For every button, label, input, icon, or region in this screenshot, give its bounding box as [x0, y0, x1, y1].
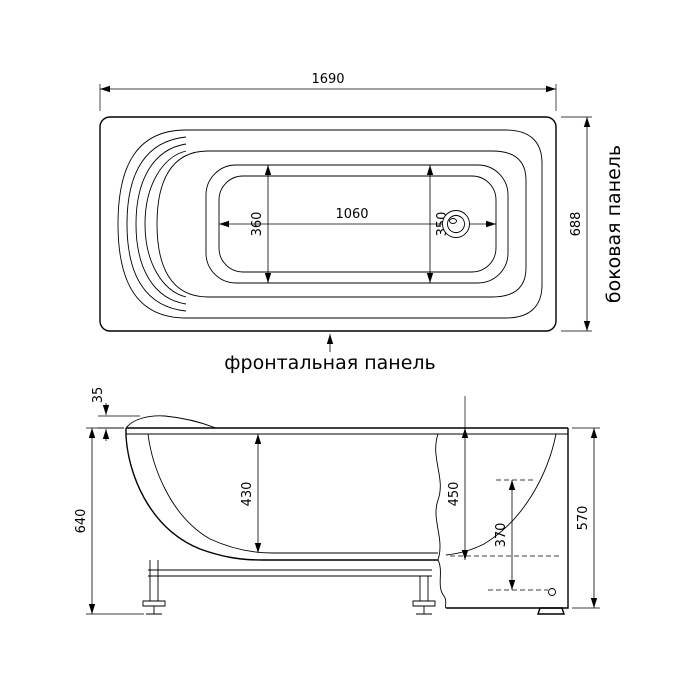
far-end-slope [445, 433, 557, 556]
frame-left-foot [142, 600, 166, 615]
dim-overall-height-value: 640 [74, 509, 89, 534]
front-panel-label-text: фронтальная панель [224, 352, 435, 374]
side-panel-label: боковая панель [603, 145, 625, 303]
frame-right-leg [419, 576, 429, 601]
drain-highlight [449, 218, 457, 224]
dim-rim-to-base-value: 450 [447, 482, 462, 507]
dim-inner-depth: 430 [240, 434, 262, 553]
dim-overall-width-value: 688 [569, 212, 584, 237]
dim-panel-height-value: 570 [576, 506, 591, 531]
dim-rim-lip: 35 [91, 387, 140, 441]
dim-panel-height: 570 [572, 427, 600, 609]
dim-rim-lip-value: 35 [91, 387, 106, 404]
frame-rails [148, 569, 432, 577]
front-panel-label: фронтальная панель [224, 334, 436, 374]
dim-overall-height: 640 [74, 427, 144, 615]
dim-rim-to-base: 450 [447, 396, 469, 560]
support-frame [142, 560, 436, 615]
panel-foot [537, 607, 565, 615]
dim-overall-width: 688 [561, 116, 592, 332]
frame-right-foot [412, 600, 436, 615]
top-view: 1690 688 360 1060 350 бок [99, 72, 625, 374]
tub-bottom-outer [205, 164, 509, 284]
dim-overall-length: 1690 [99, 72, 557, 111]
dim-panel-lower-value: 370 [494, 523, 509, 548]
front-panel-profile [446, 428, 569, 609]
break-wavy-line [435, 433, 447, 609]
backrest-slope-lines [126, 136, 187, 312]
dim-panel-lower: 370 [488, 479, 548, 591]
frame-left-leg [149, 560, 159, 601]
side-view: 35 640 430 450 370 570 [74, 387, 600, 615]
tub-outer-rim [99, 116, 557, 332]
dim-inner-depth-value: 430 [240, 482, 255, 507]
dim-overall-length-value: 1690 [311, 72, 344, 87]
tub-interior-profile [147, 433, 438, 554]
headrest-lip [125, 415, 217, 429]
drain [442, 210, 470, 238]
panel-drain-hole [548, 588, 556, 596]
tub-inner-rim [117, 129, 543, 319]
tub-body-profile [125, 428, 438, 561]
dim-bottom-length-value: 1060 [335, 207, 368, 222]
tub-interior-opening [156, 150, 527, 298]
drain-inner-circle [447, 215, 465, 233]
